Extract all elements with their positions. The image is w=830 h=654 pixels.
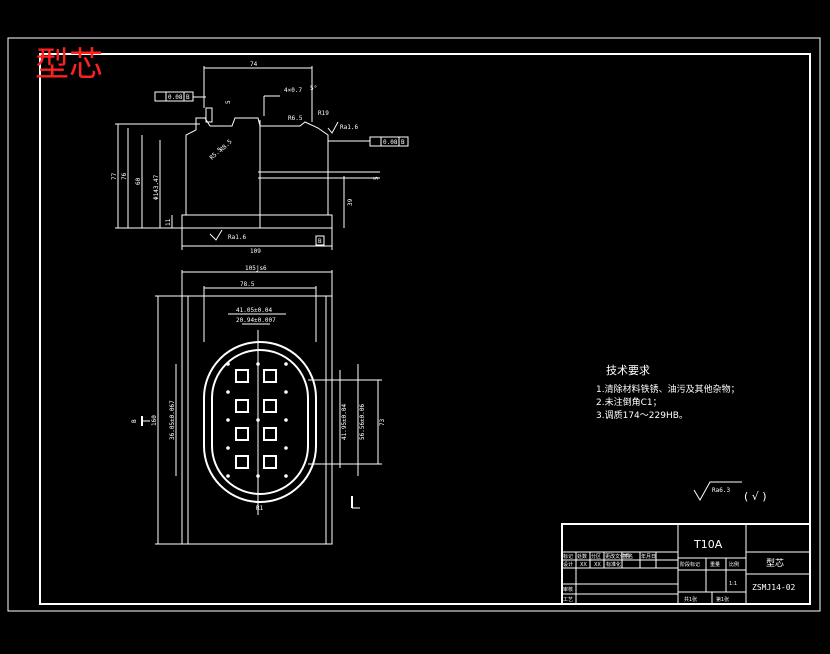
- dim-r-right: R19: [318, 110, 329, 117]
- dim-bottom: 109: [250, 248, 261, 255]
- dim-plan-height: 160: [151, 415, 158, 426]
- top-pin: [205, 107, 213, 123]
- tb-part-name: 型芯: [766, 557, 784, 569]
- hole-5: [235, 427, 249, 441]
- oval-inner: [211, 349, 309, 495]
- plan-outline: [181, 295, 333, 545]
- tb-label-mark: 标记: [563, 553, 573, 560]
- dim-dia: Φ143.47: [153, 174, 160, 200]
- dim-h2: 76: [121, 172, 128, 180]
- datum-label: B: [318, 238, 322, 245]
- tol-left: 0.08: [168, 94, 183, 101]
- dim-right-tol: 41.95±0.04: [341, 403, 348, 440]
- roughness-suffix: ( √ ): [744, 490, 767, 503]
- tb-scale-label: 比例: [729, 561, 739, 568]
- dim-right-small: 5: [373, 176, 380, 180]
- tech-item-3: 3.调质174～229HB。: [596, 409, 688, 421]
- outer-frame: [7, 37, 821, 612]
- tb-stage: 阶段标记: [680, 561, 700, 568]
- dim-h3: 60: [135, 177, 142, 185]
- tech-requirements: 技术要求 1.清除材料铁锈、油污及其他杂物； 2.未注倒角C1； 3.调质174…: [596, 364, 740, 421]
- tb-label-sign: 签名: [623, 553, 633, 560]
- roughness-symbol: [693, 481, 742, 501]
- hole-3: [235, 399, 249, 413]
- tech-heading: 技术要求: [606, 364, 650, 377]
- oval-outer: [203, 341, 317, 503]
- dim-base: 11: [165, 218, 172, 226]
- roughness-note: Ra6.3 ( √ ): [693, 481, 767, 503]
- inner-frame: [39, 53, 811, 605]
- tb-label-date: 年月日: [641, 553, 656, 560]
- dim-r-small: R1: [256, 505, 264, 512]
- dim-hole-a: 41.05±0.04: [236, 307, 273, 314]
- hole-1: [235, 369, 249, 383]
- tb-material: T10A: [693, 538, 723, 551]
- tb-label-change: 更改文件号: [605, 553, 630, 560]
- tb-label-count: 处数: [577, 553, 587, 560]
- drawing-title: 型芯: [35, 45, 103, 85]
- square-holes: [235, 369, 277, 469]
- dim-h1: 77: [111, 172, 118, 180]
- dim-right-outer: 73: [379, 418, 386, 426]
- rough-right: Ra1.6: [340, 124, 358, 131]
- dim-chamfer: 4×0.7: [284, 87, 302, 94]
- dim-right-h: 39: [347, 198, 354, 206]
- hole-2: [263, 369, 277, 383]
- tb-standard: 标准化: [606, 561, 621, 568]
- tol-right-ref: B: [401, 139, 405, 146]
- tech-item-1: 1.清除材料铁锈、油污及其他杂物；: [596, 383, 740, 395]
- tb-sheet-total: 共1张: [684, 596, 697, 603]
- hole-7: [235, 455, 249, 469]
- tb-designer-2: XX: [594, 562, 601, 568]
- tol-right: 0.08: [383, 139, 398, 146]
- tech-item-2: 2.未注倒角C1；: [596, 396, 662, 408]
- section-label-left: B: [131, 419, 138, 423]
- tb-sheet-no: 第1张: [716, 596, 729, 603]
- pin-dots: [226, 362, 288, 478]
- dim-width-top: 74: [250, 61, 258, 68]
- bottom-plan-view: 105js6 78.5 41.05±0.04 20.94±0.007 160 3…: [131, 265, 386, 545]
- dim-hole-b: 20.94±0.007: [236, 317, 276, 324]
- dim-diag2: R8.5: [218, 138, 233, 153]
- dim-plan-width: 105js6: [245, 265, 267, 272]
- dim-angle: 5°: [310, 85, 317, 92]
- tb-designer: XX: [580, 562, 587, 568]
- hole-8: [263, 455, 277, 469]
- dim-plan-inner: 78.5: [240, 281, 255, 288]
- hole-6: [263, 427, 277, 441]
- tb-review: 审核: [563, 586, 573, 593]
- rough-bottom: Ra1.6: [228, 234, 246, 241]
- core-section-body: [181, 117, 333, 229]
- dim-right-tol2: 56.56±0.06: [359, 403, 366, 440]
- dim-left-small: 5: [225, 100, 232, 104]
- tb-drawing-no: ZSMJ14-02: [752, 583, 796, 592]
- tb-label-zone: 分区: [591, 553, 601, 560]
- tb-process: 工艺: [563, 597, 573, 603]
- dim-r: R6.5: [288, 115, 303, 122]
- title-block: 标记 处数 分区 更改文件号 签名 年月日 设计 XX XX 标准化 审核 工艺…: [561, 523, 811, 605]
- tb-weight: 重量: [710, 561, 720, 568]
- tb-scale: 1:1: [729, 581, 737, 587]
- roughness-value: Ra6.3: [712, 487, 730, 494]
- tb-design: 设计: [563, 561, 573, 568]
- hole-4: [263, 399, 277, 413]
- datum-box: [315, 235, 325, 246]
- tol-left-ref: B: [186, 94, 190, 101]
- top-section-view: 74 4×0.7 5° R6.5 R19 Ra1.6 0.08 B 0.08 B…: [111, 61, 409, 255]
- dim-left-tol: 36.05±0.067: [169, 400, 176, 440]
